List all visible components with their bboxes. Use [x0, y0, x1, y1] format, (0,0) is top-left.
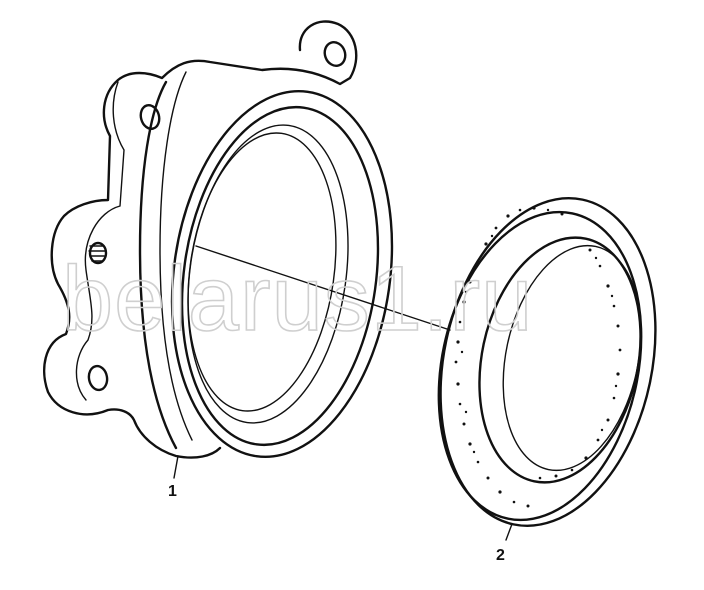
callout-1-leader — [173, 455, 179, 479]
mounting-hole-icon — [88, 241, 108, 265]
seal-ring-inner-back — [502, 244, 642, 472]
threaded-hole-hatch — [88, 245, 106, 262]
housing-bore-step — [187, 132, 337, 412]
housing-flange-outline — [43, 20, 358, 459]
seal-ring-inner — [478, 236, 642, 484]
seal-texture — [454, 206, 622, 508]
seal-ring-outer — [439, 196, 657, 528]
mounting-hole-icon — [87, 364, 109, 392]
housing-body-edge — [138, 80, 178, 450]
mounting-hole-icon — [323, 41, 347, 67]
callout-1-label: 1 — [168, 483, 177, 500]
assembly-axis-line — [195, 245, 451, 331]
mounting-hole-icon — [139, 103, 161, 131]
watermark-text: belarus1.ru — [62, 248, 533, 350]
callout-2-label: 2 — [496, 547, 505, 564]
seal-ring-part-2 — [437, 196, 657, 528]
housing-rim-inner — [180, 105, 380, 447]
housing-part-1 — [43, 20, 394, 459]
housing-rim-outer — [170, 89, 394, 459]
seal-ring-outer-back — [437, 210, 643, 522]
flange-thickness-line — [75, 81, 125, 401]
housing-body-shading — [159, 71, 193, 441]
callout-2-leader — [505, 523, 513, 541]
